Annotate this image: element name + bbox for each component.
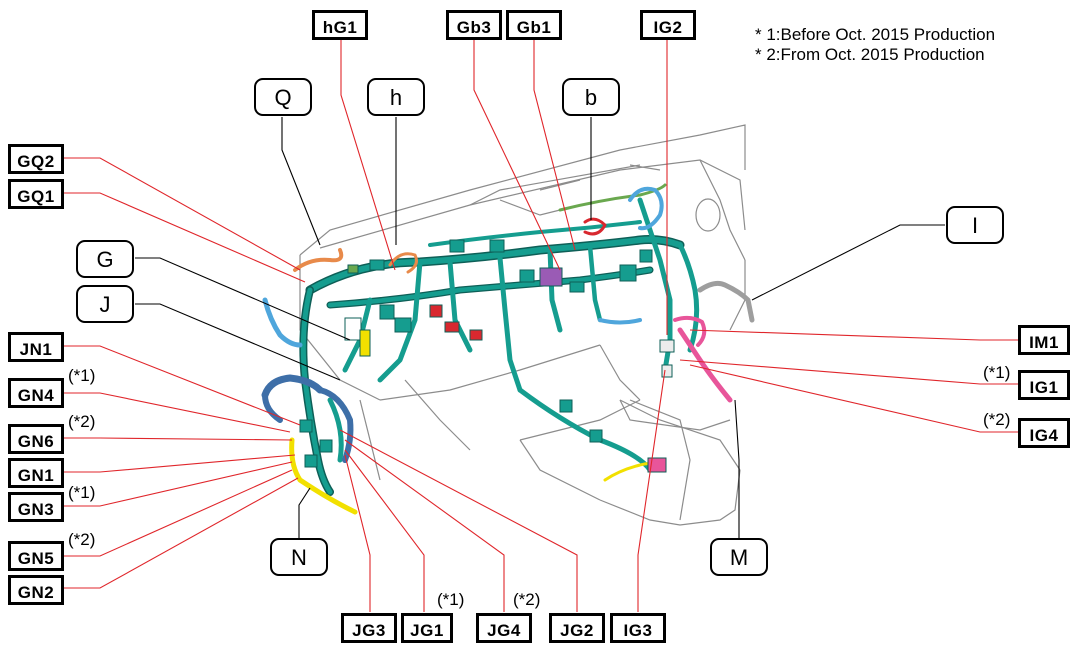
connector-IM1: IM1 [1018,325,1070,355]
legend-from-oct-2015: * 2:From Oct. 2015 Production [755,45,985,64]
harness-label-I: I [946,206,1004,244]
connector-GN2: GN2 [8,575,64,605]
connector-GN1: GN1 [8,458,64,488]
legend-before-oct-2015: * 1:Before Oct. 2015 Production [755,25,996,44]
connector-IG2: IG2 [640,10,696,40]
connector-JG3: JG3 [341,613,397,643]
connector-blocks [299,239,675,473]
note-jg4: (*2) [513,590,541,609]
connector-JN1: JN1 [8,332,64,362]
connector-GN4: GN4 [8,378,64,408]
leader-lines-black [135,117,945,538]
harness-label-N: N [270,538,328,576]
note-gn6: (*2) [68,412,96,431]
connector-JG4: JG4 [476,613,532,643]
note-gn4: (*1) [68,366,96,385]
harness-label-b: b [562,78,620,116]
connector-IG4: IG4 [1018,418,1070,448]
connector-hG1: hG1 [312,10,368,40]
connector-Gb1: Gb1 [506,10,562,40]
note-gn3: (*1) [68,483,96,502]
connector-GN3: GN3 [8,492,64,522]
note-jg1: (*1) [437,590,465,609]
harness-label-Q: Q [254,78,312,116]
harness-label-M: M [710,538,768,576]
harness-bundles [261,183,755,515]
leader-lines-red [63,38,1018,612]
dashboard-outline [299,124,746,526]
connector-GN6: GN6 [8,424,64,454]
connector-Gb3: Gb3 [446,10,502,40]
harness-label-J: J [76,285,134,323]
connector-JG1: JG1 [401,613,453,643]
connector-JG2: JG2 [549,613,605,643]
note-gn5: (*2) [68,530,96,549]
harness-label-G: G [76,240,134,278]
connector-GQ2: GQ2 [8,144,64,174]
harness-label-h: h [367,78,425,116]
connector-IG3: IG3 [610,613,666,643]
note-ig1: (*1) [983,363,1011,382]
connector-GN5: GN5 [8,541,64,571]
note-ig4: (*2) [983,410,1011,429]
connector-GQ1: GQ1 [8,179,64,209]
connector-IG1: IG1 [1018,370,1070,400]
